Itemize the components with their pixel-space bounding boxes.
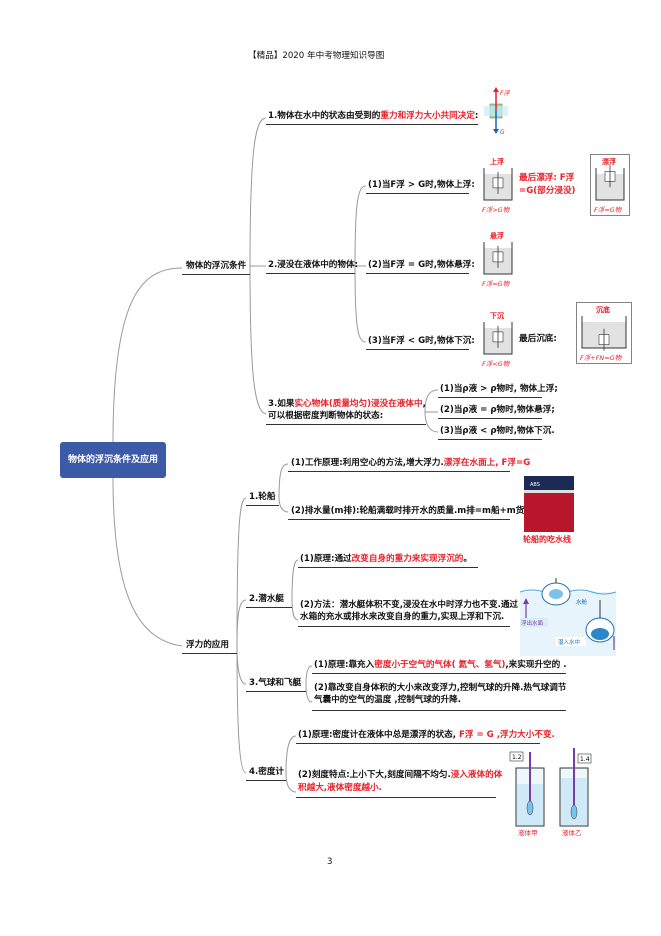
c1-text: 1.物体在水中的状态由受到的重力和浮力大小共同决定:: [268, 111, 479, 121]
beaker-float-label: 漂浮: [601, 157, 616, 166]
beaker-bottom: 沉底 F浮+FN=G物: [576, 302, 632, 364]
beaker-sink-label: 下沉: [490, 311, 504, 320]
hydro-fig-liquid-b: 液体乙: [562, 828, 582, 837]
hydrometer-title: 4.密度计: [249, 767, 285, 777]
submarine-title: 2.潜水艇: [249, 594, 285, 604]
c3-option-2: (2)当ρ液 = ρ物时,物体悬浮;: [440, 405, 555, 415]
branch-underline: [182, 274, 250, 275]
c3-line1: 3.如果实心物体(质量均匀)浸没在液体中,: [268, 399, 426, 409]
page-number: 3: [327, 857, 333, 867]
hydro-s1-underline: [296, 743, 540, 744]
beaker-sink-caption: F浮<G物: [482, 360, 511, 368]
ship-waterline-photo: ABS: [524, 476, 574, 532]
c2-s2-underline: [366, 273, 469, 274]
c3-option-3: (3)当ρ液 < ρ物时,物体下沉.: [440, 426, 555, 436]
hydro-fig-liquid-a: 液体甲: [518, 828, 538, 837]
hydro-fig-value-2: 1.4: [580, 756, 590, 763]
page-header: 【精品】2020 年中考物理知识导图: [248, 51, 385, 61]
c2-s3-underline: [366, 349, 469, 350]
beaker-rise: 上浮 F浮>G物: [482, 157, 513, 214]
fig-g-label: G: [500, 129, 505, 136]
balloon-s2-l1: (2)靠改变自身体积的大小来改变浮力,控制气球的升降.热气球调节: [314, 683, 567, 693]
balloon-s1-underline: [312, 673, 566, 674]
sub-s1-underline: [298, 567, 478, 568]
submarine-diagram: 水舱 浮出水面 潜入水中: [520, 578, 616, 656]
fig-f-label: F浮: [500, 89, 510, 97]
sub-fig-label-water: 水舱: [576, 598, 588, 606]
c2-s2: (2)当F浮 = G时,物体悬浮:: [368, 260, 475, 270]
c2-underline: [266, 273, 355, 274]
c3-line2: 可以根据密度判断物体的状态:: [268, 411, 384, 421]
beaker-suspend-caption: F浮=G物: [482, 280, 511, 288]
ship-s2-underline: [288, 519, 510, 520]
hydrometer-diagram: 1.2 1.4 液体甲 液体乙: [509, 748, 592, 837]
balloon-underline: [246, 691, 306, 692]
sub-fig-label-down: 潜入水中: [558, 638, 580, 646]
balloon-s1: (1)原理:靠充入密度小于空气的气体( 氦气、氢气),来实现升空的 .: [314, 660, 567, 670]
c3-underline: [266, 424, 426, 425]
beaker-sink: 下沉 F浮<G物: [482, 311, 513, 368]
c2-s3-final: 最后沉底:: [519, 334, 557, 344]
c3-option-1: (1)当ρ液 > ρ物时, 物体上浮;: [440, 384, 558, 394]
beaker-bottom-caption: F浮+FN=G物: [580, 354, 623, 362]
ship-underline: [246, 505, 279, 506]
balloon-s2-l2: 气囊中的空气的温度 ,控制气球的升降.: [314, 695, 462, 705]
c3-o3-underline: [438, 439, 542, 440]
c2-s1-final-2: =G(部分浸没): [519, 186, 576, 196]
sub-s2-l2: 水箱的充水或排水来改变自身的重力,实现上浮和下沉.: [300, 612, 505, 622]
balloon-title: 3.气球和飞艇: [249, 678, 302, 688]
ship-title: 1.轮船: [249, 492, 276, 502]
c3-o2-underline: [438, 418, 542, 419]
hydro-s2-l1: (2)刻度特点:上小下大,刻度间隔不均匀.浸入液体的体: [298, 770, 503, 780]
ship-s1-underline: [288, 471, 510, 472]
hydro-s2-l2: 积越大,液体密度越小.: [298, 783, 382, 793]
beaker-rise-label: 上浮: [490, 157, 504, 166]
c3-o1-underline: [438, 397, 542, 398]
ship-s1: (1)工作原理:利用空心的方法,增大浮力.漂浮在水面上, F浮=G: [291, 458, 531, 468]
c2-s1: (1)当F浮 > G时,物体上浮:: [368, 180, 475, 190]
ship-s2: (2)排水量(m排):轮船满载时排开水的质量.m排=m船+m货: [291, 506, 525, 516]
sub-s2-l1: (2)方法：潜水艇体积不变,浸没在水中时浮力也不变.通过: [300, 600, 519, 610]
c2-s1-underline: [366, 193, 469, 194]
hydro-fig-value-1: 1.2: [512, 754, 522, 761]
root-node-label: 物体的浮沉条件及应用: [67, 455, 158, 465]
beaker-rise-caption: F浮>G物: [482, 206, 511, 214]
c1-underline: [266, 124, 478, 125]
beaker-float: 漂浮 F浮=G物: [590, 154, 630, 216]
sub-s1: (1)原理:通过改变自身的重力来实现浮沉的。: [300, 554, 472, 564]
branch-float-sink-conditions: 物体的浮沉条件: [186, 261, 247, 271]
hydro-underline: [246, 780, 286, 781]
balloon-s2-underline: [312, 710, 566, 711]
sub-s2-underline: [298, 626, 510, 627]
c2-s1-final-1: 最后漂浮: F浮: [519, 173, 575, 183]
hydro-s2-underline: [296, 797, 496, 798]
root-node: 物体的浮沉条件及应用: [60, 442, 166, 478]
ship-caption: 轮船的吃水线: [523, 535, 571, 544]
svg-text:ABS: ABS: [530, 482, 540, 488]
c2-title: 2.浸没在液体中的物体:: [268, 260, 359, 270]
sub-fig-label-up: 浮出水面: [521, 619, 544, 627]
force-diagram-icon: F浮 G: [484, 87, 510, 136]
hydro-s1: (1)原理:密度计在液体中总是漂浮的状态, F浮 = G ,浮力大小不变.: [298, 730, 555, 740]
sub-underline: [246, 607, 292, 608]
beaker-suspend: 悬浮 F浮=G物: [482, 231, 513, 288]
branch-applications: 浮力的应用: [186, 640, 229, 650]
branch2-underline: [182, 653, 237, 654]
beaker-bottom-label: 沉底: [596, 305, 610, 314]
c2-s3: (3)当F浮 < G时,物体下沉:: [368, 336, 475, 346]
beaker-suspend-label: 悬浮: [489, 231, 504, 240]
beaker-float-caption: F浮=G物: [594, 206, 623, 214]
